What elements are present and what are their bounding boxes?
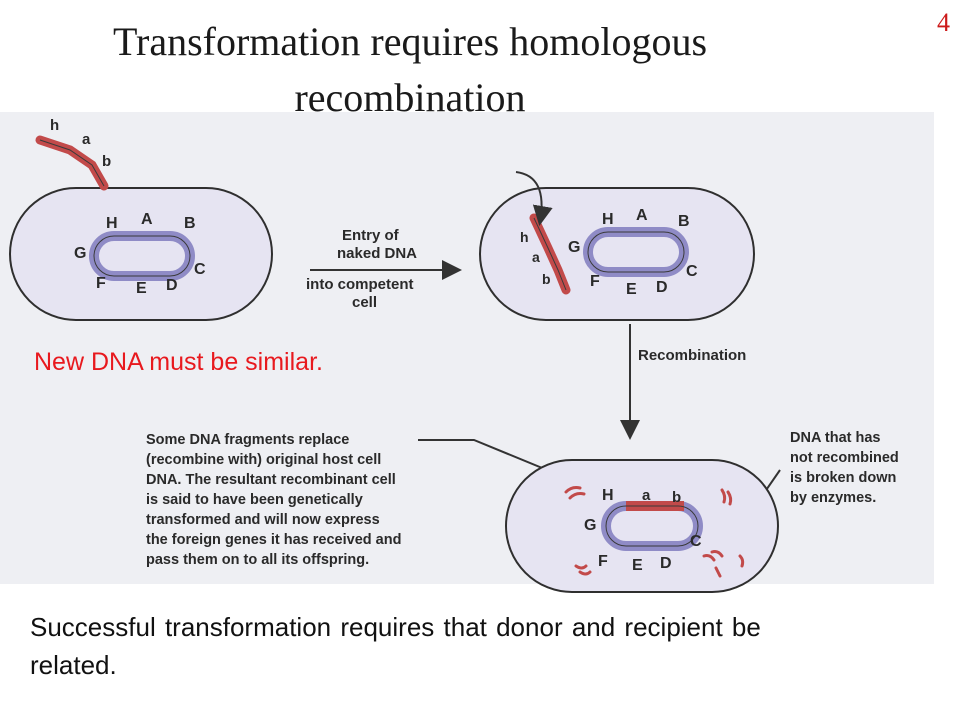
entry-caption: into competent [306,276,414,293]
donor-gene-label: b [102,153,111,170]
donor-dna-fragment: h a b [35,117,111,191]
svg-text:DNA. The resultant recombinant: DNA. The resultant recombinant cell [146,472,396,488]
svg-text:not recombined: not recombined [790,450,899,466]
donor-gene-label: a [532,249,540,265]
entry-caption: Entry of [342,227,400,244]
entry-caption: cell [352,294,377,311]
gene-label: F [598,553,608,570]
gene-label: C [194,261,206,278]
gene-label: B [678,213,690,230]
svg-text:DNA that has: DNA that has [790,430,881,446]
competent-cell: H A B C D E F G h a b [479,171,755,321]
svg-text:transformed and will now expre: transformed and will now express [146,512,380,528]
entry-caption: naked DNA [337,245,417,262]
slide-number: 4 [937,8,950,37]
gene-label: H [602,487,614,504]
gene-label: D [166,277,178,294]
gene-label: A [636,207,648,224]
slide-title: Transformation requires homologous recom… [112,19,708,120]
donor-gene-label: h [50,117,59,134]
donor-gene-label: b [542,271,551,287]
gene-label: D [660,555,672,572]
entry-path-arrow [515,171,553,226]
gene-label: C [686,263,698,280]
svg-text:(recombine with) original host: (recombine with) original host cell [146,452,381,468]
svg-text:is said to have been genetical: is said to have been genetically [146,492,363,508]
gene-label: G [74,245,86,262]
svg-text:pass them on to all its offspr: pass them on to all its offspring. [146,552,369,568]
gene-label: F [590,273,600,290]
gene-label: E [626,281,637,298]
svg-text:is broken down: is broken down [790,470,896,486]
gene-label: D [656,279,668,296]
gene-label: G [568,239,580,256]
dna-debris [564,486,745,578]
similarity-note: New DNA must be similar. [34,348,323,376]
svg-text:Some DNA fragments replace: Some DNA fragments replace [146,432,349,448]
recipient-cell: H A B C D E F G [9,187,273,321]
gene-label: B [184,215,196,232]
svg-text:the foreign genes it has recei: the foreign genes it has received and [146,532,401,548]
replacement-caption: Some DNA fragments replace (recombine wi… [146,432,624,568]
entry-arrow-group: Entry of naked DNA into competent cell [306,227,462,311]
recombination-caption: Recombination [638,347,746,364]
transformed-cell: H a b C D E F G [505,459,779,593]
svg-text:by enzymes.: by enzymes. [790,490,876,506]
recombination-arrow-group: Recombination [620,324,746,440]
donor-gene-label: a [82,131,91,148]
gene-label: H [602,211,614,228]
gene-label: b [672,489,681,506]
gene-label: G [584,517,596,534]
gene-label: a [642,487,651,504]
gene-label: A [141,211,153,228]
body-text: Successful transformation requires that … [30,612,761,680]
gene-label: E [632,557,643,574]
gene-label: E [136,280,147,297]
donor-gene-label: h [520,229,529,245]
gene-label: C [690,533,702,550]
gene-label: H [106,215,118,232]
gene-label: F [96,275,106,292]
